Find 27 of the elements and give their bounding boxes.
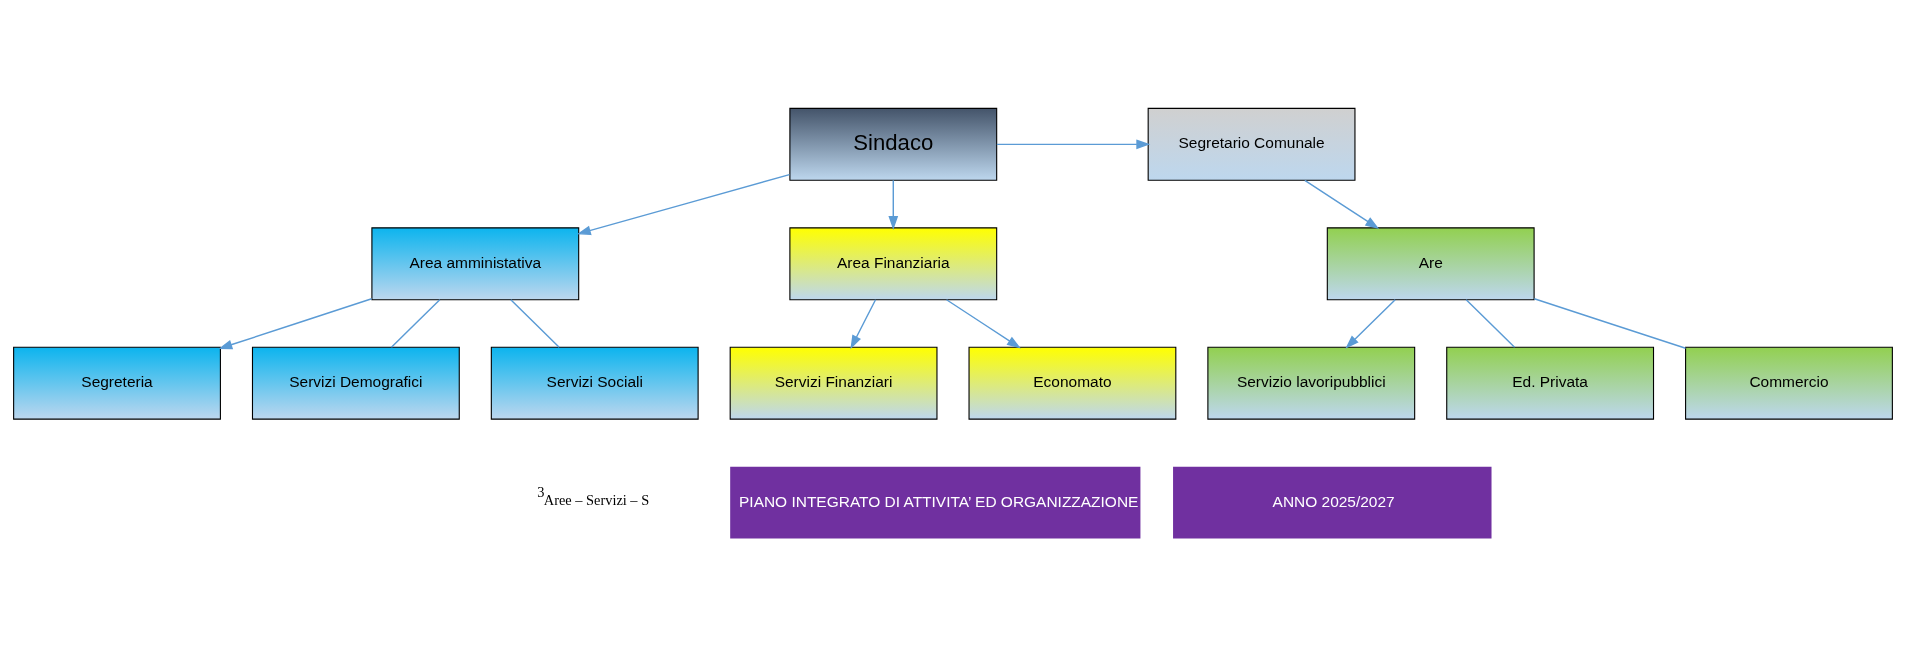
arrow	[218, 297, 373, 349]
connector	[1533, 297, 1687, 349]
node-box: Are	[1326, 226, 1535, 300]
label: PIANO INTEGRATO DI ATTIVITA’ ED ORGANIZZAZIONE	[739, 492, 1139, 510]
node-box: Sindaco	[789, 107, 998, 181]
arrow	[945, 298, 1021, 348]
node-box: Commercio	[1685, 346, 1893, 420]
node-box: Area amministativa	[371, 226, 580, 300]
connector	[510, 298, 560, 348]
node-box: Segreteria	[13, 346, 221, 420]
arrow	[850, 298, 877, 349]
node-box: Servizi Sociali	[490, 346, 699, 420]
node-box: Economato	[968, 346, 1177, 420]
arrow	[576, 173, 791, 235]
node-box: Area Finanziaria	[789, 226, 998, 300]
node-box: Servizio lavoripubblici	[1207, 346, 1416, 420]
arrow	[1345, 298, 1396, 349]
node-box: Segretario Comunale	[1147, 107, 1356, 181]
connector	[390, 298, 441, 348]
connector	[1465, 298, 1516, 348]
arrow	[1304, 179, 1380, 229]
arrow	[888, 179, 899, 230]
node-box: Ed. Privata	[1446, 346, 1655, 420]
node-box: Servizi Demografici	[251, 346, 460, 420]
arrow	[996, 138, 1151, 149]
label: ANNO 2025/2027	[1272, 492, 1395, 510]
node-box: Servizi Finanziari	[729, 346, 938, 420]
